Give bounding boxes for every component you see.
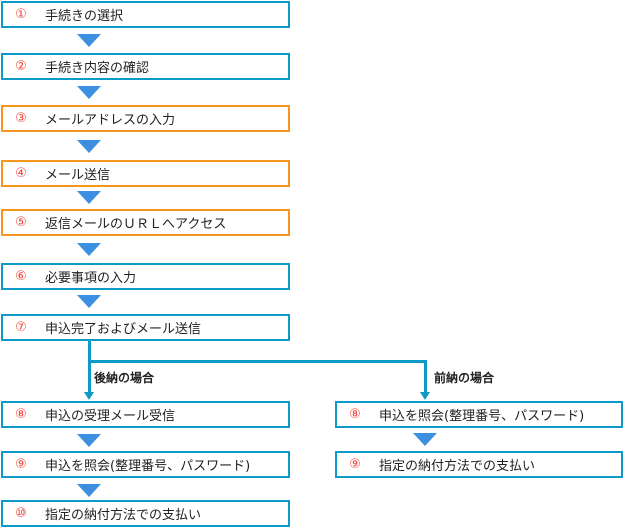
down-arrow-icon: [77, 434, 101, 447]
postpay-step-10-box: ⑩ 指定の納付方法での支払い: [1, 500, 290, 527]
branch-connector-right: [424, 360, 427, 393]
arrowhead-icon: [420, 392, 430, 400]
step-7-box: ⑦ 申込完了およびメール送信: [1, 314, 290, 341]
step-label: 申込完了およびメール送信: [45, 322, 202, 337]
down-arrow-icon: [77, 86, 101, 99]
postpay-label: 後納の場合: [94, 371, 155, 385]
step-number: ①: [15, 7, 27, 22]
step-number: ⑦: [15, 320, 27, 335]
down-arrow-icon: [413, 433, 437, 446]
step-number: ③: [15, 111, 27, 126]
step-label: 指定の納付方法での支払い: [45, 508, 202, 523]
step-number: ⑧: [349, 407, 361, 422]
down-arrow-icon: [77, 295, 101, 308]
branch-connector-left: [88, 341, 91, 393]
step-number: ⑧: [15, 407, 27, 422]
step-number: ⑨: [349, 457, 361, 472]
step-5-box: ⑤ 返信メールのＵＲＬへアクセス: [1, 209, 290, 236]
step-number: ⑥: [15, 269, 27, 284]
prepay-step-9-box: ⑨ 指定の納付方法での支払い: [335, 451, 623, 478]
step-label: メールアドレスの入力: [45, 113, 176, 128]
step-number: ⑨: [15, 457, 27, 472]
down-arrow-icon: [77, 34, 101, 47]
step-label: 申込の受理メール受信: [45, 409, 176, 424]
postpay-step-8-box: ⑧ 申込の受理メール受信: [1, 401, 290, 428]
down-arrow-icon: [77, 484, 101, 497]
step-label: 手続きの選択: [45, 9, 124, 24]
step-label: 申込を照会(整理番号、パスワード): [379, 409, 585, 424]
step-number: ⑤: [15, 215, 27, 230]
step-label: 必要事項の入力: [45, 271, 137, 286]
step-number: ④: [15, 166, 27, 181]
step-2-box: ② 手続き内容の確認: [1, 53, 290, 80]
step-3-box: ③ メールアドレスの入力: [1, 105, 290, 132]
branch-connector-horizontal: [88, 360, 427, 363]
step-label: メール送信: [45, 168, 111, 183]
step-number: ⑩: [15, 506, 27, 521]
step-4-box: ④ メール送信: [1, 160, 290, 187]
step-label: 返信メールのＵＲＬへアクセス: [45, 217, 227, 232]
postpay-step-9-box: ⑨ 申込を照会(整理番号、パスワード): [1, 451, 290, 478]
prepay-label: 前納の場合: [434, 371, 495, 385]
down-arrow-icon: [77, 191, 101, 204]
step-label: 指定の納付方法での支払い: [379, 459, 536, 474]
step-1-box: ① 手続きの選択: [1, 1, 290, 28]
step-label: 申込を照会(整理番号、パスワード): [45, 459, 251, 474]
step-6-box: ⑥ 必要事項の入力: [1, 263, 290, 290]
arrowhead-icon: [84, 392, 94, 400]
down-arrow-icon: [77, 140, 101, 153]
step-label: 手続き内容の確認: [45, 61, 150, 76]
down-arrow-icon: [77, 243, 101, 256]
prepay-step-8-box: ⑧ 申込を照会(整理番号、パスワード): [335, 401, 623, 428]
step-number: ②: [15, 59, 27, 74]
